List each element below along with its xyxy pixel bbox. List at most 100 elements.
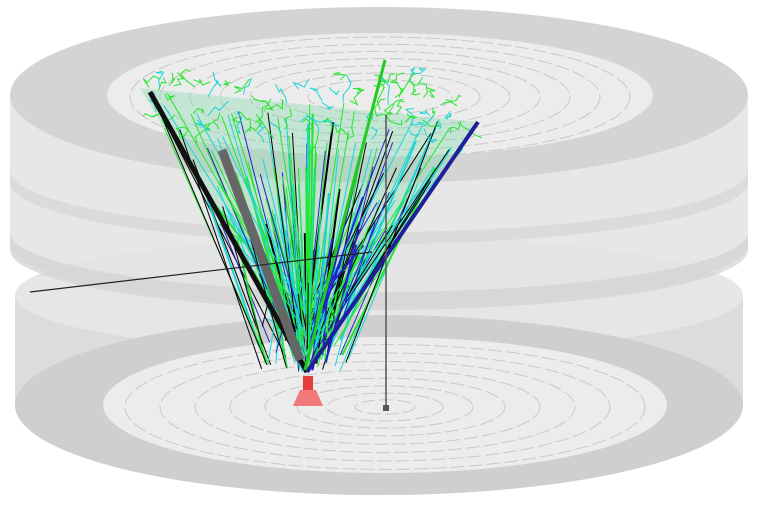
track-fringe <box>384 113 403 126</box>
track-segment <box>274 276 292 298</box>
track-segment <box>152 96 268 366</box>
track-fringe <box>269 121 283 134</box>
track-segment <box>288 154 304 341</box>
track-fringe <box>349 89 363 106</box>
track-segment <box>206 198 261 348</box>
track-fringe <box>207 100 230 116</box>
main-track <box>305 120 480 374</box>
track-fringe <box>283 108 293 130</box>
track-fringe <box>419 109 430 117</box>
track-fringe <box>212 71 222 88</box>
track-fringe <box>440 101 458 107</box>
vertical-probe-end <box>383 405 389 411</box>
track-fringe <box>231 116 243 124</box>
track-fringe <box>302 118 315 133</box>
track-fringe <box>234 78 250 94</box>
track-segment <box>306 282 309 349</box>
dashed-ring <box>189 50 571 144</box>
track-fringe <box>394 72 416 99</box>
track-segment <box>306 194 309 310</box>
track-segment <box>348 195 418 359</box>
dashed-ring <box>194 360 576 454</box>
track-segment <box>330 237 376 302</box>
track-fringe <box>308 129 320 155</box>
track-fringe <box>324 120 340 127</box>
dashed-ring <box>124 344 646 470</box>
track-fringe <box>142 113 160 118</box>
track-segment <box>288 135 305 296</box>
particle-shower-cone <box>140 59 482 374</box>
track-fringe <box>193 79 211 86</box>
track-fringe <box>383 98 404 115</box>
track-fringe <box>256 125 266 143</box>
dashed-ring <box>159 352 611 462</box>
track-fringe <box>333 71 347 81</box>
track-fringe <box>258 118 275 139</box>
track-fringe <box>254 98 272 124</box>
track-fringe <box>404 113 418 124</box>
dashed-ring <box>264 377 506 437</box>
track-fringe <box>236 111 243 135</box>
track-segment <box>313 301 336 352</box>
track-segment <box>345 225 393 299</box>
lower-dashed-rings <box>124 344 646 470</box>
upper-detector-cylinder <box>10 7 748 310</box>
track-fringe <box>450 121 462 134</box>
track-segment <box>307 104 311 356</box>
track-fringe <box>423 128 438 144</box>
track-segment <box>305 167 308 363</box>
track-fringe <box>223 79 231 86</box>
track-fringe <box>417 77 428 99</box>
track-segment <box>324 297 331 360</box>
track-fringe <box>309 87 323 102</box>
track-fringe <box>299 115 325 123</box>
track-fringe <box>346 111 355 140</box>
dashed-ring <box>159 43 601 151</box>
track-segment <box>285 117 301 348</box>
dashed-ring <box>354 399 416 415</box>
track-segment <box>262 158 308 341</box>
dashed-ring <box>307 79 453 115</box>
upper-cylinder-lowerband <box>10 232 748 310</box>
track-fringe <box>157 77 168 91</box>
track-segment <box>314 245 320 312</box>
dashed-ring <box>279 72 481 122</box>
track-fringe <box>335 126 349 140</box>
track-fringe <box>376 79 386 86</box>
beam-source-marker <box>293 376 323 406</box>
track-segment <box>166 92 302 327</box>
track-fringe <box>155 70 165 88</box>
track-fringe <box>412 67 427 75</box>
track-fringe <box>410 88 421 96</box>
track-segment <box>329 127 451 315</box>
track-fringe <box>142 75 161 88</box>
track-fringe <box>194 124 210 144</box>
track-segment <box>308 145 317 367</box>
track-fringe <box>342 74 352 102</box>
track-fringe <box>329 87 340 96</box>
incident-track-line <box>29 251 373 293</box>
track-segment <box>265 223 296 333</box>
track-segment <box>292 184 303 308</box>
track-fringe <box>179 68 195 88</box>
track-fringe <box>251 95 267 103</box>
dashed-ring <box>249 65 511 129</box>
track-segment <box>339 127 437 341</box>
track-fringe <box>395 100 405 116</box>
track-fringe <box>427 87 436 99</box>
track-fringe <box>373 98 386 117</box>
upper-cylinder-midband <box>10 170 748 244</box>
track-segment <box>333 260 387 346</box>
upper-dashed-rings <box>129 36 631 158</box>
track-segment <box>275 328 279 364</box>
track-fringe <box>376 81 385 111</box>
dashed-ring <box>326 392 444 422</box>
track-fringe <box>380 73 391 106</box>
main-track <box>147 90 310 374</box>
track-segment <box>315 131 350 322</box>
track-fringe <box>211 112 221 130</box>
track-segment <box>321 285 329 356</box>
track-fringe <box>404 108 420 126</box>
